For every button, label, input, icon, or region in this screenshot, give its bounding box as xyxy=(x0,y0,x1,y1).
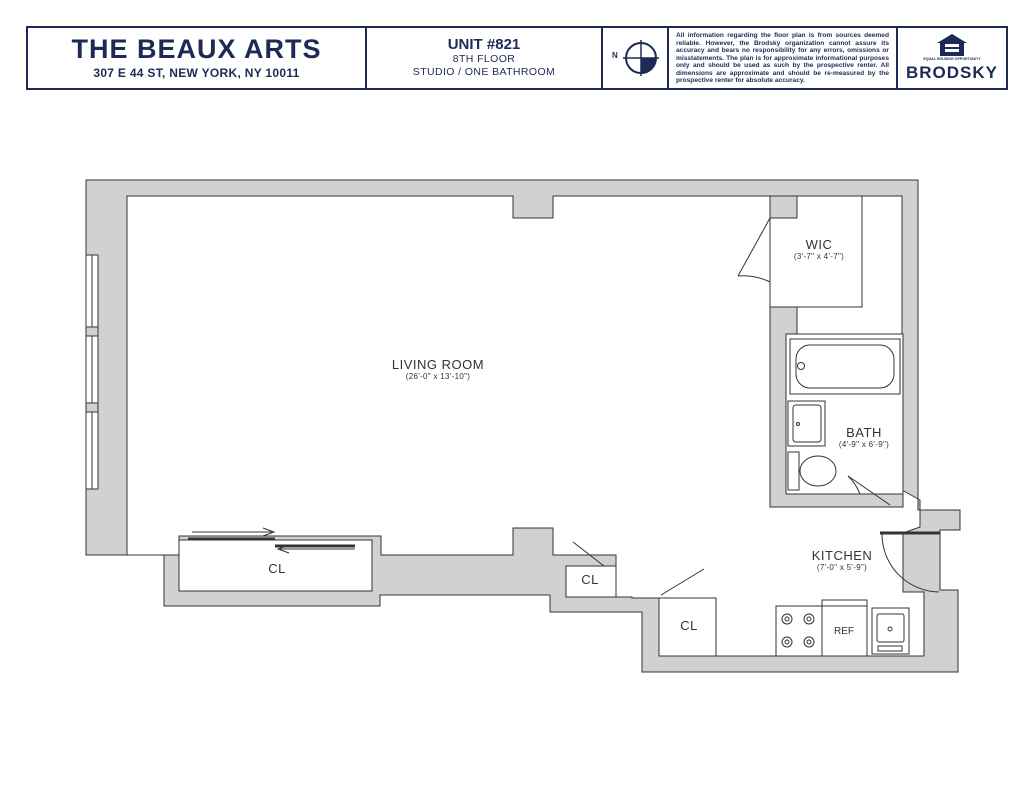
building-info: THE BEAUX ARTS 307 E 44 ST, NEW YORK, NY… xyxy=(28,28,367,88)
brand-block: EQUAL HOUSING OPPORTUNITY BRODSKY xyxy=(898,28,1006,88)
wic-wall-fill-left xyxy=(769,195,798,219)
equal-housing-icon xyxy=(937,34,967,56)
wic-label: WIC (3'-7" x 4'-7") xyxy=(779,237,859,261)
living-room-label: LIVING ROOM (26'-0" x 13'-10") xyxy=(373,357,503,381)
kitchen-label: KITCHEN (7'-0" x 5'-9") xyxy=(802,548,882,572)
closet-2-label: CL xyxy=(581,572,599,587)
north-label: N xyxy=(612,51,618,60)
refrigerator-label: REF xyxy=(834,626,854,637)
building-address: 307 E 44 ST, NEW YORK, NY 10011 xyxy=(93,66,300,80)
bath-label: BATH (4'-9" x 6'-9") xyxy=(824,425,904,449)
closet-1-label: CL xyxy=(268,561,286,576)
north-arrow: N xyxy=(603,28,669,88)
cl-3-floor xyxy=(658,597,717,657)
wic-dimensions: (3'-7" x 4'-7") xyxy=(793,252,845,261)
unit-info: UNIT #821 8TH FLOOR STUDIO / ONE BATHROO… xyxy=(367,28,603,88)
wic-name: WIC xyxy=(805,237,833,252)
kitchen-sink xyxy=(871,607,910,655)
brand-name: BRODSKY xyxy=(905,63,998,82)
stove xyxy=(775,605,823,657)
bathtub xyxy=(789,338,901,395)
living-room-dimensions: (26'-0" x 13'-10") xyxy=(405,372,471,381)
unit-number: UNIT #821 xyxy=(447,36,521,53)
refrigerator xyxy=(821,599,868,657)
unit-type: STUDIO / ONE BATHROOM xyxy=(412,66,556,78)
living-room-name: LIVING ROOM xyxy=(391,357,485,372)
compass-icon xyxy=(623,40,659,76)
disclaimer-text: All information regarding the floor plan… xyxy=(669,28,898,88)
sliding-door xyxy=(188,527,355,554)
toilet xyxy=(787,451,837,491)
building-name: THE BEAUX ARTS xyxy=(71,34,322,64)
unit-floor: 8TH FLOOR xyxy=(452,53,516,65)
door-swings xyxy=(572,217,940,596)
equal-housing-label: EQUAL HOUSING OPPORTUNITY xyxy=(923,57,981,61)
bath-dimensions: (4'-9" x 6'-9") xyxy=(838,440,890,449)
closet-3-label: CL xyxy=(680,618,698,633)
sink xyxy=(787,400,826,447)
kitchen-dimensions: (7'-0" x 5'-9") xyxy=(816,563,868,572)
title-block: THE BEAUX ARTS 307 E 44 ST, NEW YORK, NY… xyxy=(26,26,1008,90)
kitchen-name: KITCHEN xyxy=(811,548,873,563)
bath-name: BATH xyxy=(846,425,882,440)
windows xyxy=(85,254,99,490)
cl-2-floor xyxy=(565,565,617,598)
